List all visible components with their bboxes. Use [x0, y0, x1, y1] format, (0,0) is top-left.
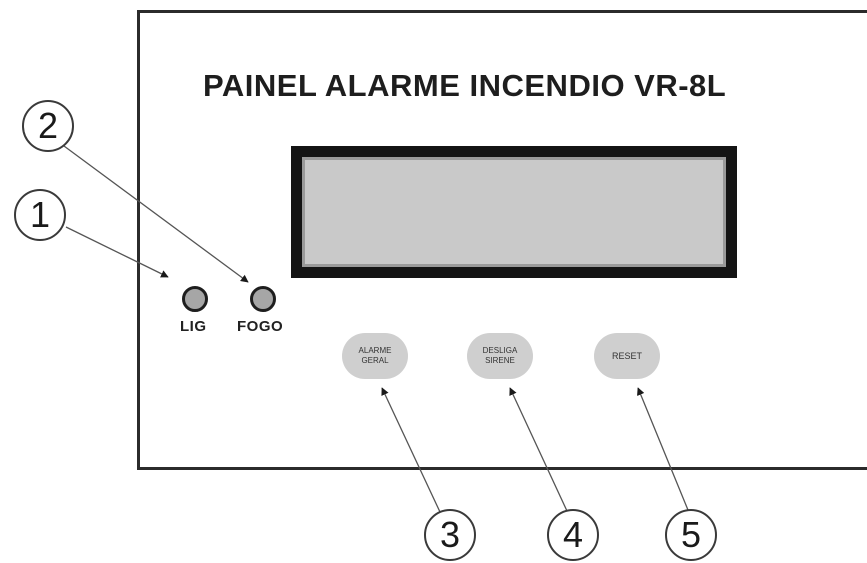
silence-siren-button-line1: DESLIGA: [482, 346, 518, 355]
fire-led-indicator: [250, 286, 276, 312]
reset-button[interactable]: RESET: [594, 333, 660, 379]
callout-5: 5: [665, 509, 717, 561]
callout-3: 3: [424, 509, 476, 561]
power-led-label: LIG: [180, 318, 207, 335]
panel-title: PAINEL ALARME INCENDIO VR-8L: [203, 68, 727, 103]
silence-siren-button-line2: SIRENE: [485, 356, 515, 365]
silence-siren-button[interactable]: DESLIGA SIRENE: [467, 333, 533, 379]
lcd-display: [291, 146, 737, 278]
callout-1: 1: [14, 189, 66, 241]
reset-button-label: RESET: [611, 351, 642, 361]
callout-4: 4: [547, 509, 599, 561]
fire-led-label: FOGO: [237, 318, 284, 335]
callout-2: 2: [22, 100, 74, 152]
general-alarm-button-line2: GERAL: [361, 356, 389, 365]
power-led-indicator: [182, 286, 208, 312]
general-alarm-button[interactable]: ALARME GERAL: [342, 333, 408, 379]
general-alarm-button-line1: ALARME: [358, 346, 392, 355]
